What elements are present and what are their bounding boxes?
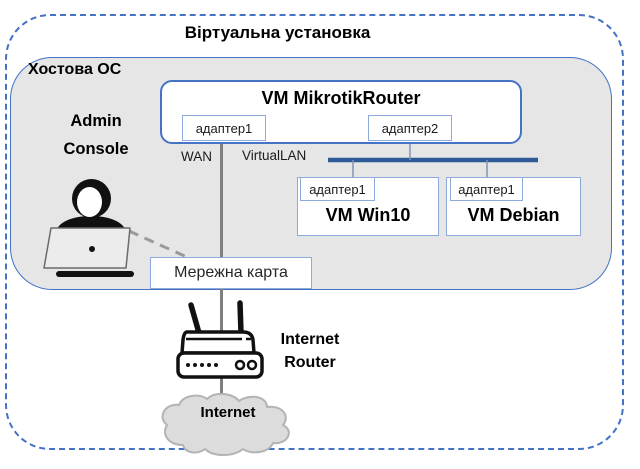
mikrotik-adapter1-box: адаптер1 <box>182 115 266 141</box>
internet-router-icon <box>176 300 264 379</box>
virtual-installation-frame <box>5 14 624 450</box>
admin-console-line1: Admin <box>70 112 122 130</box>
mikrotik-adapter2-box: адаптер2 <box>368 115 452 141</box>
vm-win10-label: VM Win10 <box>325 205 411 225</box>
admin-console-line2: Console <box>63 139 129 158</box>
vm-mikrotik-label: VM MikrotikRouter <box>261 88 421 108</box>
host-os-label: Хостова ОС <box>28 61 122 78</box>
internet-cloud-label: Internet <box>200 404 256 421</box>
vm-mikrotik-box <box>160 80 522 144</box>
debian-adapter1-box: адаптер1 <box>450 177 523 201</box>
internet-cloud-icon <box>161 393 290 456</box>
internet-router-label: Internet Router <box>260 328 360 374</box>
diagram-title: Віртуальна установка <box>184 23 371 42</box>
admin-link-dashed-line <box>128 229 190 260</box>
admin-console-label: Admin Console <box>38 108 154 163</box>
internet-router-line2: Router <box>284 354 336 371</box>
vm-debian-label: VM Debian <box>467 205 560 225</box>
network-card-box: Мережна карта <box>150 257 312 289</box>
wan-label: WAN <box>181 149 212 164</box>
win10-adapter1-box: адаптер1 <box>300 177 375 201</box>
admin-person-icon <box>43 179 134 277</box>
internet-router-line1: Internet <box>280 331 340 348</box>
virtuallan-label: VirtualLAN <box>242 148 307 163</box>
